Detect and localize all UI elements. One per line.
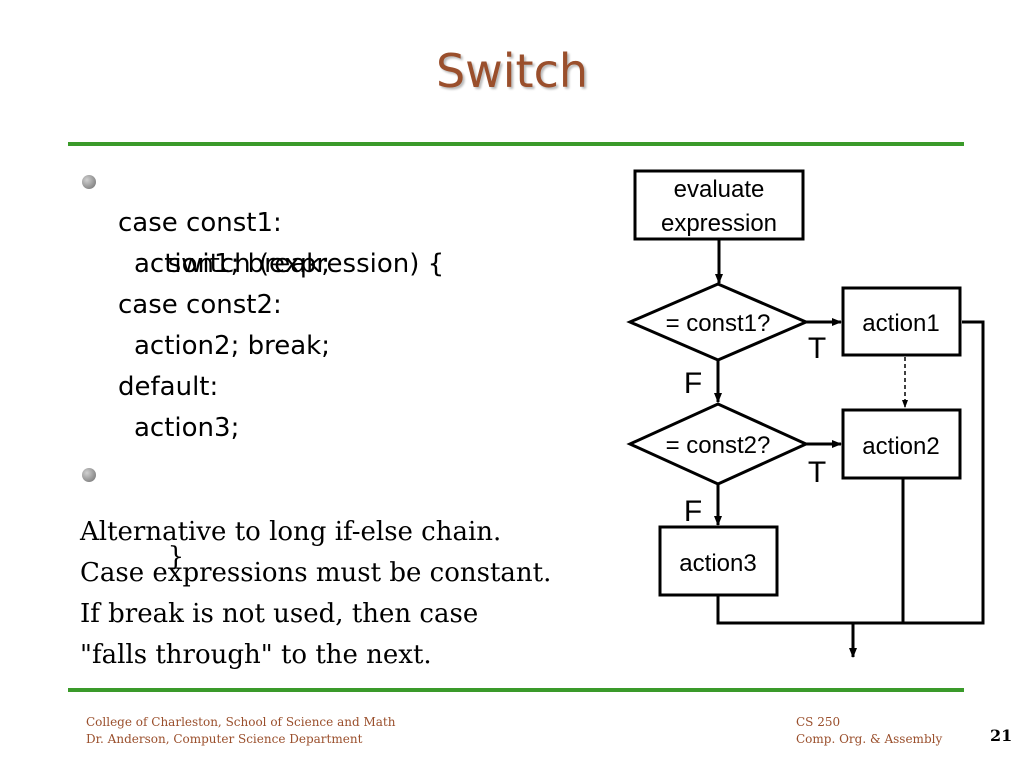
- code-line-closing-brace: }: [82, 455, 602, 572]
- action3-label: action3: [679, 550, 756, 577]
- action1-exit-path: [853, 320, 985, 625]
- bullet-icon: [82, 468, 96, 482]
- evaluate-box: [633, 169, 805, 241]
- bottom-divider: [68, 688, 964, 692]
- code-block: switch (expression) { case const1: actio…: [82, 162, 602, 572]
- false-label: F: [684, 495, 702, 528]
- explanation-line: Alternative to long if-else chain.: [80, 517, 502, 547]
- action2-label: action2: [862, 433, 939, 460]
- action1-label: action1: [862, 310, 939, 337]
- code-line-action1: action1; break;: [134, 249, 330, 279]
- code-line-switch: switch (expression) {: [82, 162, 602, 279]
- explanation-text: Alternative to long if-else chain. Case …: [80, 512, 600, 676]
- footer-school: College of Charleston, School of Science…: [86, 715, 396, 729]
- action3-exit-path: [716, 595, 853, 625]
- code-line-case2: case const2:: [118, 290, 282, 320]
- footer-right: CS 250 Comp. Org. & Assembly: [796, 714, 942, 748]
- page-number: 21: [990, 726, 1013, 745]
- footer-course-name: Comp. Org. & Assembly: [796, 732, 943, 746]
- decision1-label: = const1?: [666, 310, 771, 337]
- footer-course-code: CS 250: [796, 715, 841, 729]
- explanation-line: If break is not used, then case: [80, 599, 479, 629]
- footer-department: Dr. Anderson, Computer Science Departmen…: [86, 732, 363, 746]
- explanation-line: "falls through" to the next.: [80, 640, 432, 670]
- explanation-line: Case expressions must be constant.: [80, 558, 552, 588]
- decision2-label: = const2?: [666, 432, 771, 459]
- action1-box: [841, 286, 962, 357]
- top-divider: [68, 142, 964, 146]
- evaluate-label-line2: expression: [661, 210, 777, 237]
- false-label: F: [684, 367, 702, 400]
- footer-left: College of Charleston, School of Science…: [86, 714, 395, 748]
- evaluate-label-line1: evaluate: [674, 176, 765, 203]
- code-line-action2: action2; break;: [134, 331, 330, 361]
- code-line-case1: case const1:: [118, 208, 282, 238]
- code-line-default: default:: [118, 372, 219, 402]
- true-label: T: [808, 456, 826, 489]
- true-label: T: [808, 332, 826, 365]
- bullet-icon: [82, 175, 96, 189]
- slide-title: Switch: [435, 44, 589, 98]
- code-line-action3: action3;: [134, 413, 240, 443]
